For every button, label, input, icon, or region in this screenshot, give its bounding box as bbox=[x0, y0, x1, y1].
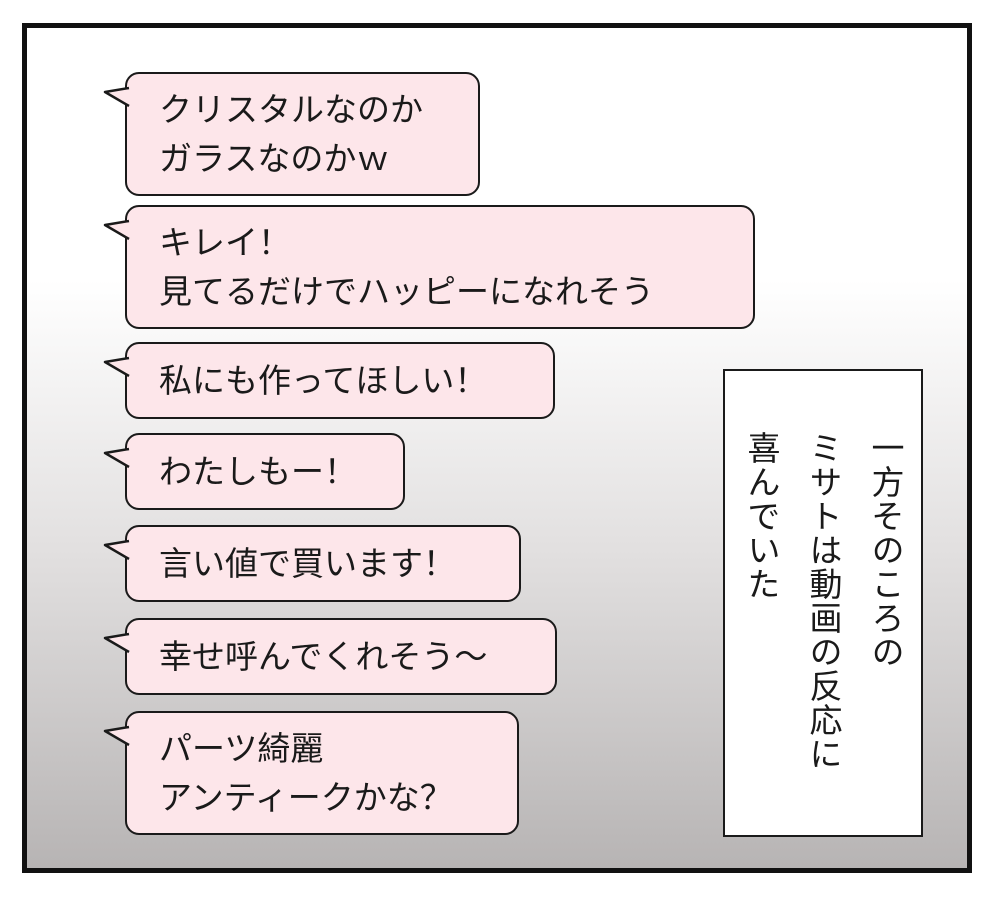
comic-panel: クリスタルなのか ガラスなのかｗ キレイ！ 見てるだけでハッピーになれそう 私に… bbox=[22, 23, 972, 873]
comment-bubble-6: 幸せ呼んでくれそう～ bbox=[103, 618, 557, 695]
bubble-tail-icon bbox=[103, 632, 130, 654]
comment-bubble-2: キレイ！ 見てるだけでハッピーになれそう bbox=[103, 205, 755, 329]
comment-bubble-4: わたしもー！ bbox=[103, 433, 405, 510]
narration-column-3: 喜んでいた bbox=[742, 431, 781, 601]
bubble-tail-icon bbox=[103, 356, 130, 378]
comment-bubble-1: クリスタルなのか ガラスなのかｗ bbox=[103, 72, 480, 196]
comment-text: 幸せ呼んでくれそう～ bbox=[159, 637, 488, 676]
comment-text: アンティークかな？ bbox=[159, 778, 453, 817]
comment-text: 見てるだけでハッピーになれそう bbox=[159, 272, 654, 311]
comment-text: ガラスなのかｗ bbox=[159, 139, 390, 178]
comment-bubble-7: パーツ綺麗 アンティークかな？ bbox=[103, 711, 519, 835]
comment-bubble-3: 私にも作ってほしい！ bbox=[103, 342, 555, 419]
bubble-tail-icon bbox=[103, 725, 130, 747]
bubble-tail-icon bbox=[103, 539, 130, 561]
comment-text: キレイ！ bbox=[159, 223, 291, 262]
narration-column-2: ミサトは動画の反応に bbox=[804, 431, 843, 771]
comment-text: パーツ綺麗 bbox=[159, 729, 324, 768]
narration-box: 一方そのころの ミサトは動画の反応に 喜んでいた bbox=[723, 369, 923, 837]
comment-text: 言い値で買います！ bbox=[159, 544, 456, 583]
comment-text: クリスタルなのか bbox=[159, 90, 423, 129]
bubble-tail-icon bbox=[103, 86, 130, 108]
bubble-tail-icon bbox=[103, 447, 130, 469]
comment-text: 私にも作ってほしい！ bbox=[159, 361, 488, 400]
bubble-tail-icon bbox=[103, 219, 130, 241]
narration-column-1: 一方そのころの bbox=[866, 431, 905, 669]
comment-text: わたしもー！ bbox=[159, 452, 357, 491]
comment-bubble-5: 言い値で買います！ bbox=[103, 525, 521, 602]
